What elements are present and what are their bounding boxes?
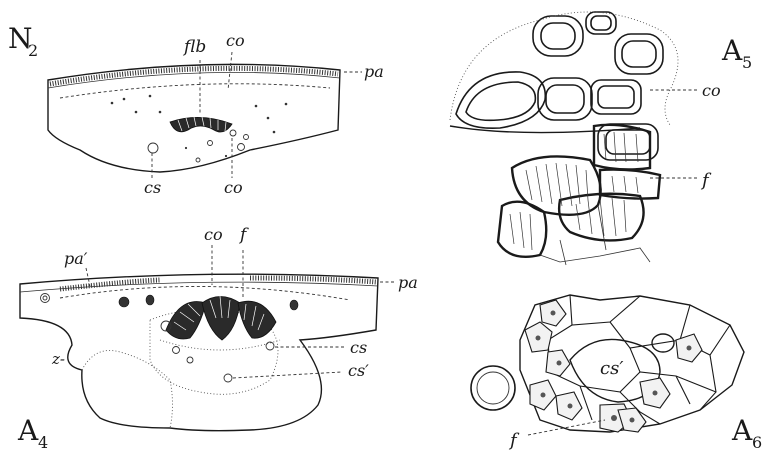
n2-label-flb: flb — [182, 37, 206, 57]
a4-label-pa-prime: pa′ — [64, 249, 88, 268]
a4-phloem-zone — [160, 340, 280, 350]
a5-collenchyma-cells — [456, 12, 663, 160]
figure-a4: A 4 pa′ co f pa z- cs — [17, 225, 418, 452]
n2-co-top-leader — [228, 52, 232, 90]
n2-label-pa: pa — [364, 62, 384, 81]
figure-n2-title-sub: 2 — [28, 41, 38, 60]
figure-a5-title: A — [721, 34, 743, 67]
a5-cell-stipple-boundary — [450, 12, 678, 125]
a4-label-z: z- — [51, 350, 65, 368]
n2-label-cs: cs — [144, 178, 161, 197]
a5-label-f: f — [700, 170, 712, 191]
a4-label-f: f — [238, 225, 249, 245]
figure-a6-title-sub: 6 — [752, 433, 762, 452]
a4-section-outline — [20, 274, 378, 431]
figure-a4-title: A — [17, 414, 39, 447]
a6-neighbour-canal — [471, 366, 515, 410]
a4-pa-prime-leader — [86, 268, 90, 286]
figure-n2: N 2 flb co pa cs co — [8, 22, 384, 197]
a6-label-f: f — [508, 430, 520, 451]
a4-vascular-arcs — [166, 297, 276, 341]
figure-a4-title-sub: 4 — [38, 433, 48, 452]
a4-label-cs-prime: cs′ — [348, 361, 369, 380]
a6-label-cs-prime: cs′ — [600, 358, 623, 379]
n2-label-co-top: co — [226, 31, 245, 50]
a5-label-co: co — [702, 81, 721, 100]
figure-a6: A 6 cs′ f — [471, 295, 762, 452]
a4-label-co: co — [204, 225, 223, 244]
a4-cs-prime-leader — [233, 372, 342, 378]
n2-vascular-bundle — [170, 117, 232, 132]
a6-f-leader — [528, 420, 605, 435]
n2-collenchyma-boundary — [60, 84, 330, 98]
figure-a6-title: A — [731, 414, 753, 447]
figure-a5: A 5 co — [450, 12, 752, 265]
a4-label-cs: cs — [350, 338, 367, 357]
a4-wing-outline — [82, 350, 173, 428]
a4-label-pa: pa — [398, 273, 418, 292]
a6-neighbour-canal-lumen — [477, 372, 509, 404]
figure-a5-title-sub: 5 — [742, 53, 752, 72]
a5-fiber-striations — [510, 132, 638, 250]
a4-collenchyma-boundary — [60, 286, 350, 300]
n2-label-co-bottom: co — [224, 178, 243, 197]
n2-secretory-canals — [148, 130, 249, 162]
